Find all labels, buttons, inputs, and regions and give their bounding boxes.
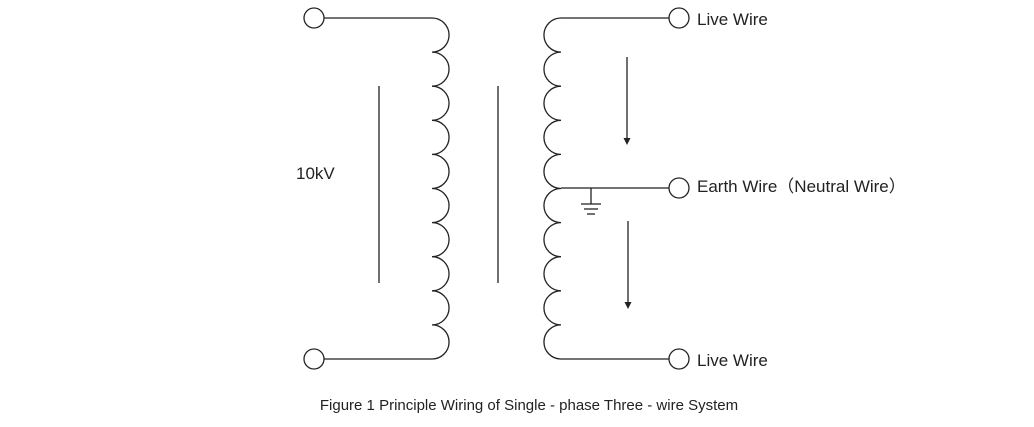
arrow-down-icon-lower <box>624 221 632 309</box>
primary-voltage-label: 10kV <box>296 164 335 183</box>
live-wire-top-terminal <box>668 7 690 29</box>
live-wire-bottom-label: Live Wire <box>697 351 768 370</box>
secondary-coil <box>543 17 562 360</box>
secondary-winding: Live Wire Earth Wire（Neutral Wire） Live … <box>543 7 906 370</box>
ground-icon <box>581 188 601 215</box>
earth-wire-terminal <box>668 177 690 199</box>
primary-terminal-top <box>303 7 325 29</box>
primary-winding: 10kV <box>296 7 450 370</box>
figure-caption: Figure 1 Principle Wiring of Single - ph… <box>320 397 738 414</box>
live-wire-bottom-terminal <box>668 348 690 370</box>
primary-terminal-bottom <box>303 348 325 370</box>
earth-wire-label: Earth Wire（Neutral Wire） <box>697 177 906 196</box>
live-wire-top-label: Live Wire <box>697 10 768 29</box>
transformer-core <box>378 86 499 283</box>
arrow-down-icon-upper <box>623 57 631 145</box>
primary-coil <box>431 17 450 360</box>
